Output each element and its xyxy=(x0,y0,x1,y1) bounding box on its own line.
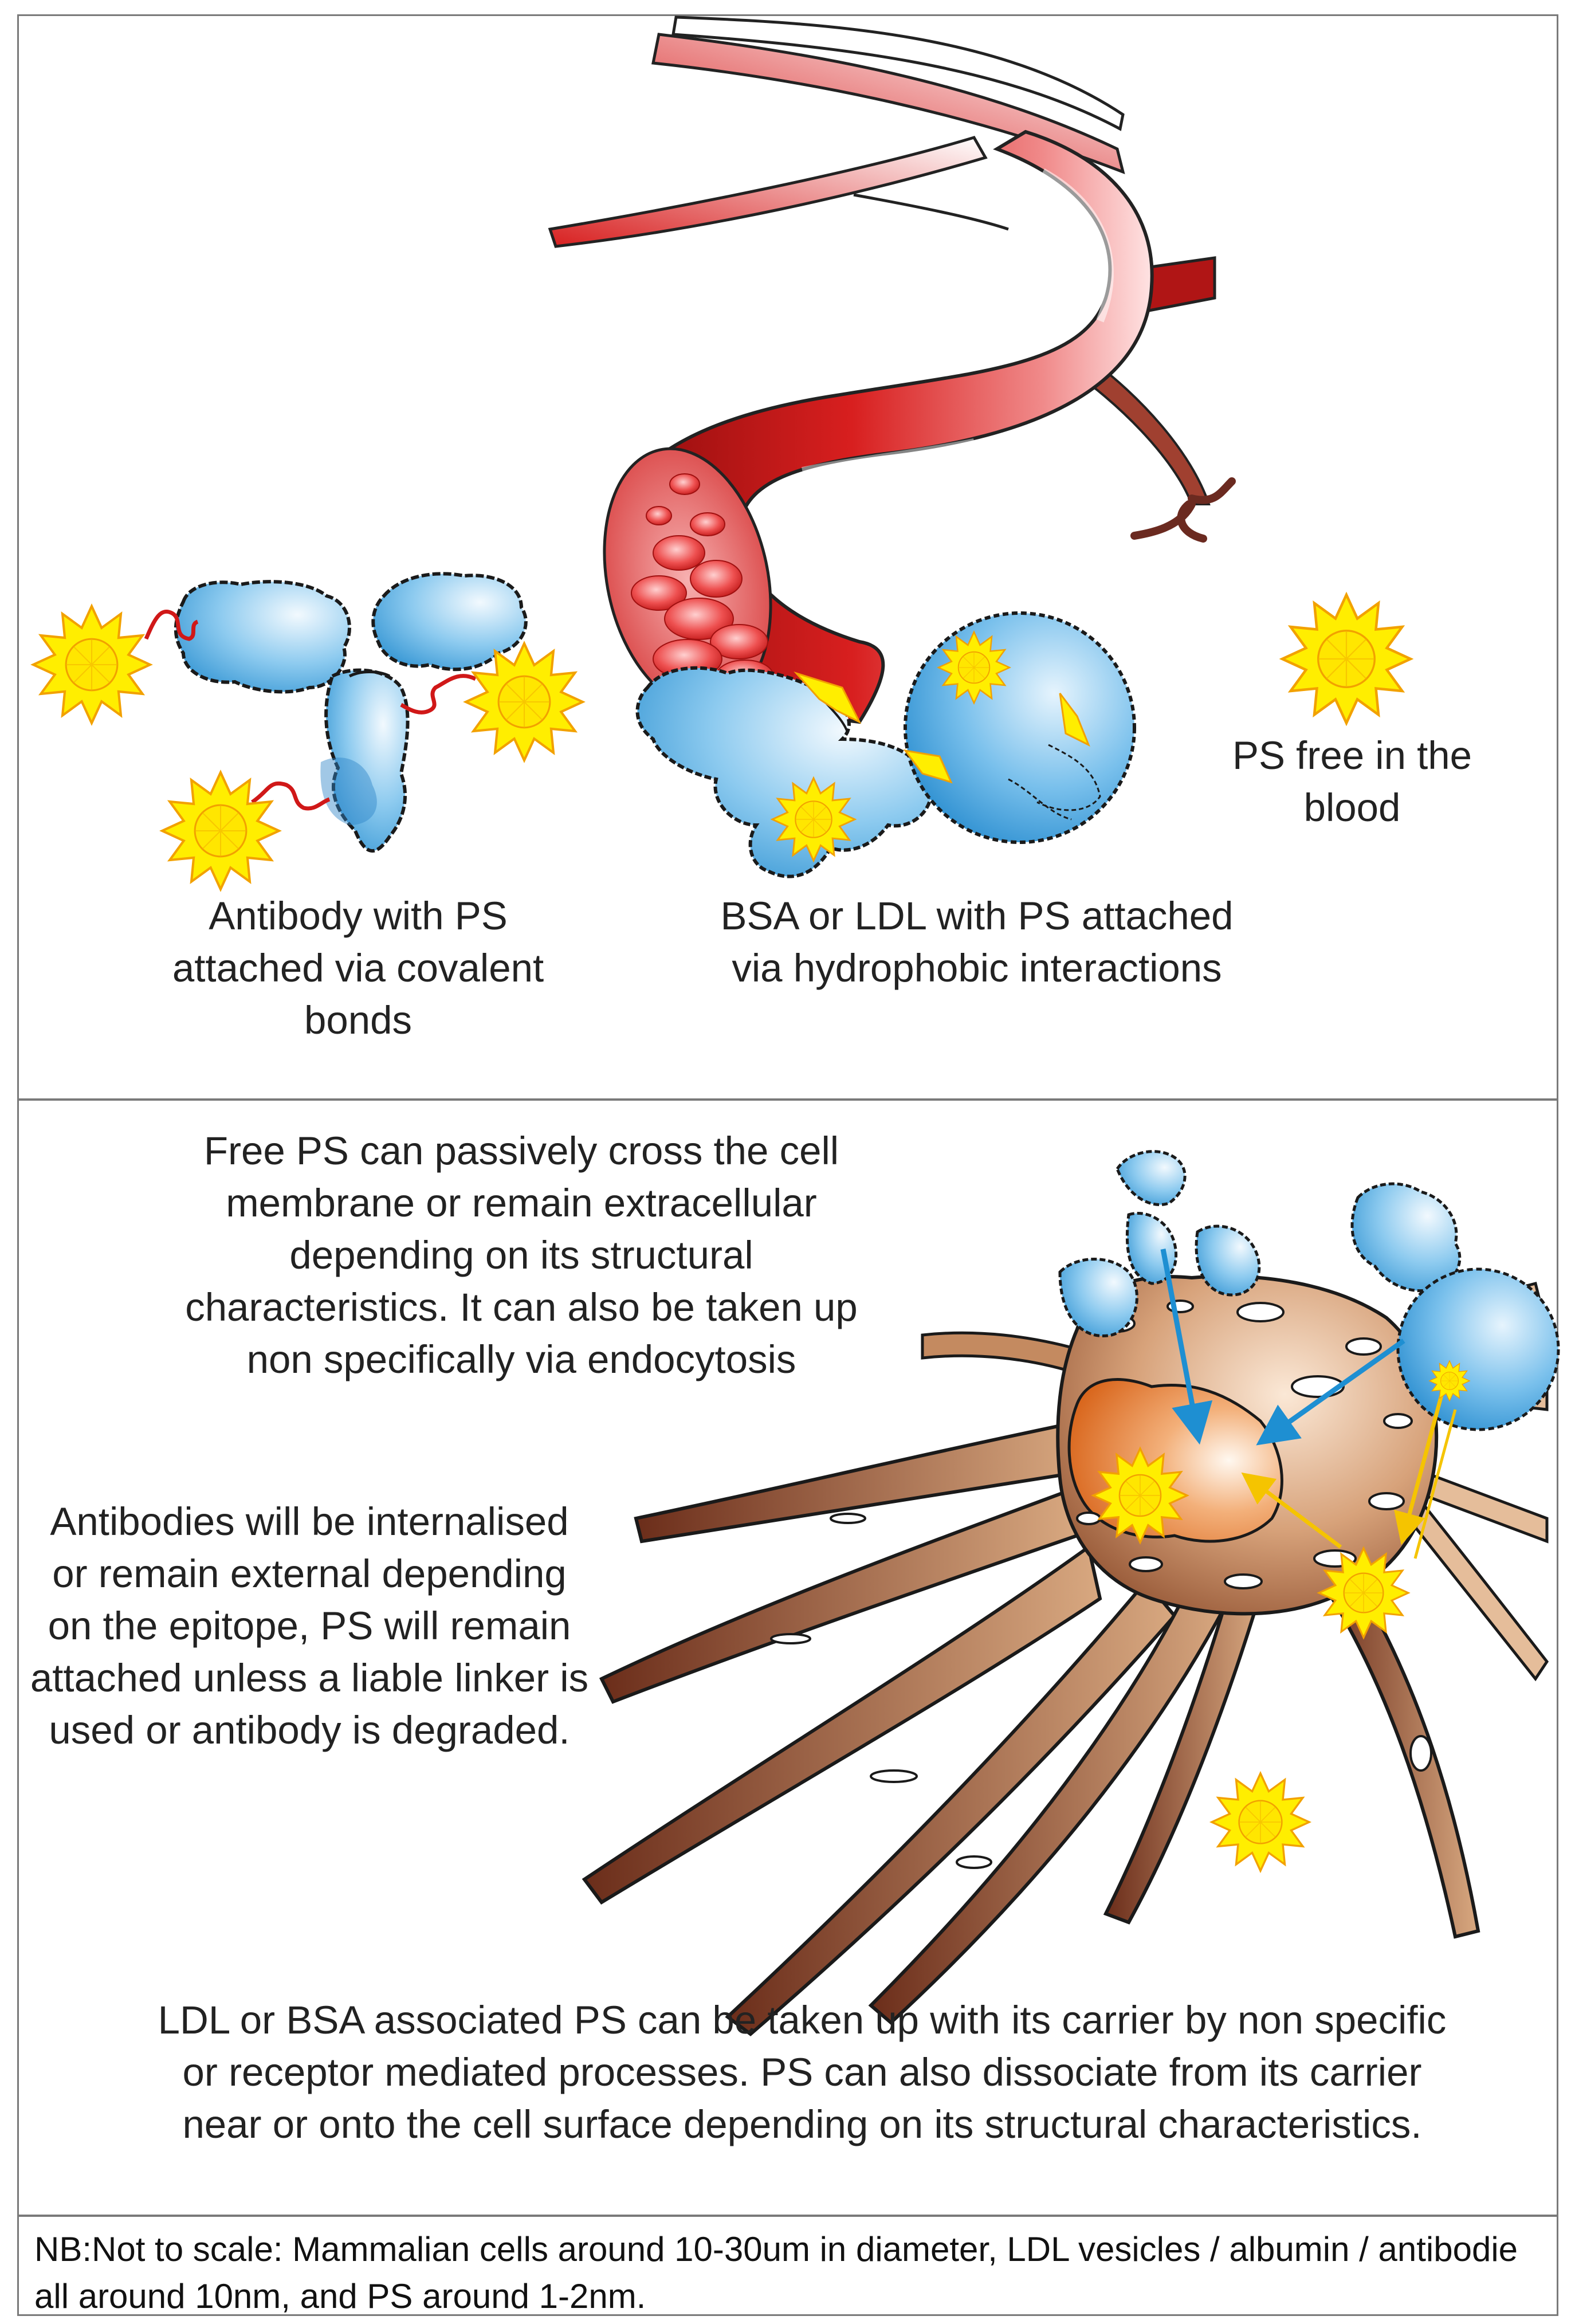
albumin-icon xyxy=(1350,1182,1462,1293)
ps-molecule-icon xyxy=(162,772,279,889)
free-ps-uptake-text: Free PS can passively cross the cell mem… xyxy=(185,1129,858,1381)
footnote-panel xyxy=(17,2215,1558,2316)
ldl-vesicle-icon xyxy=(904,611,1136,844)
ldl-vesicle-icon xyxy=(1396,1267,1560,1431)
antibody-label: Antibody with PS attached via covalent b… xyxy=(172,894,544,1042)
blood-vessel-icon xyxy=(548,15,1236,724)
antibody-fate-text: Antibodies will be internalised or remai… xyxy=(30,1499,589,1752)
free-ps-label: PS free in the blood xyxy=(1232,733,1472,830)
antibody-icon xyxy=(144,572,528,853)
ps-molecule-icon xyxy=(1211,1772,1310,1872)
ps-molecule-icon xyxy=(33,606,150,723)
scale-footnote: NB:Not to scale: Mammalian cells around … xyxy=(34,2230,1518,2315)
mammalian-cell-icon xyxy=(582,1274,1549,2036)
carrier-label: BSA or LDL with PS attached via hydropho… xyxy=(720,894,1234,990)
albumin-icon xyxy=(635,666,933,878)
carrier-fate-text: LDL or BSA associated PS can be taken up… xyxy=(158,1998,1447,2146)
antibody-icon xyxy=(1058,1150,1261,1337)
ps-molecule-icon xyxy=(1282,595,1411,723)
